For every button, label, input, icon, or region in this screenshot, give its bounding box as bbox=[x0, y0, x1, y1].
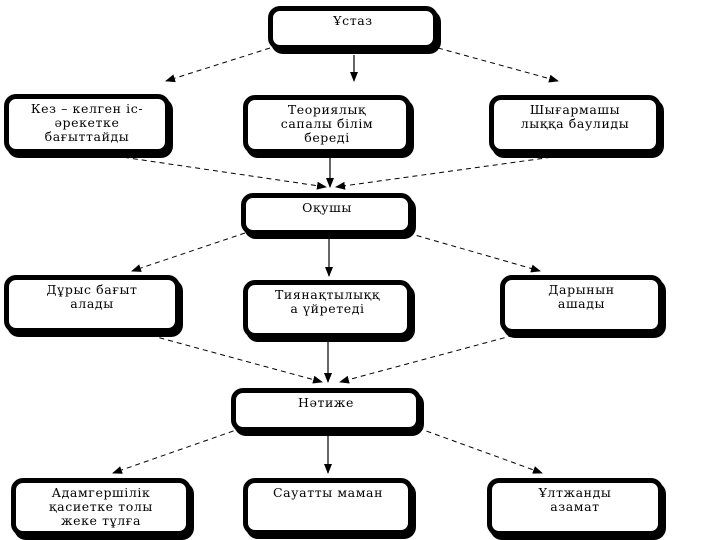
node-teoriyalyq: Теориялық сапалы білім береді bbox=[243, 95, 411, 154]
arrow-natiye-to-ultjandy bbox=[417, 427, 543, 474]
node-daryn: Дарынын ашады bbox=[500, 275, 663, 334]
node-natiye: Нәтиже bbox=[231, 388, 421, 432]
arrow-duris-to-natiye bbox=[141, 332, 323, 384]
arrow-okushy-to-duris bbox=[131, 232, 246, 272]
node-adamgershilik: Адамгершілік қасиетке толы жеке тұлға bbox=[11, 478, 191, 536]
node-ustaz: Ұстаз bbox=[268, 6, 438, 50]
arrow-natiye-to-adamgershilik bbox=[112, 427, 243, 474]
arrow-okushy-to-daryn bbox=[407, 232, 541, 273]
node-shygarmashy: Шығармашы лыққа баулиды bbox=[489, 95, 661, 154]
arrow-shygarmashy-to-okushy bbox=[335, 155, 561, 190]
node-kez-kelgen: Кез – келген іс- әрекетке бағыттайды bbox=[4, 94, 170, 154]
arrow-ustaz-to-shygarmashy bbox=[437, 47, 559, 83]
arrow-ustaz-to-kez-kelgen bbox=[165, 47, 271, 83]
arrow-kez-kelgen-to-okushy bbox=[114, 155, 327, 190]
node-okushy: Оқушы bbox=[241, 193, 413, 235]
node-duris: Дұрыс бағыт алады bbox=[4, 275, 180, 333]
node-ultjandy: Ұлтжанды азамат bbox=[487, 478, 663, 536]
node-sauatty: Сауатты маман bbox=[243, 478, 413, 535]
node-tiyanaqty: Тиянақтылыққ а үйретеді bbox=[243, 280, 412, 338]
arrow-daryn-to-natiye bbox=[339, 332, 523, 384]
